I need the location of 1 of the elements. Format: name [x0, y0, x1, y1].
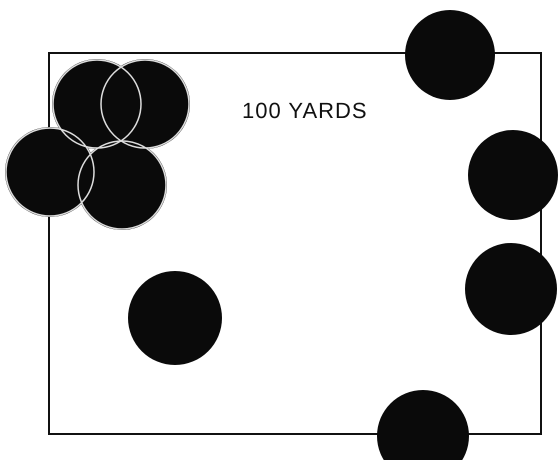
distance-label: 100 YARDS	[242, 98, 368, 124]
